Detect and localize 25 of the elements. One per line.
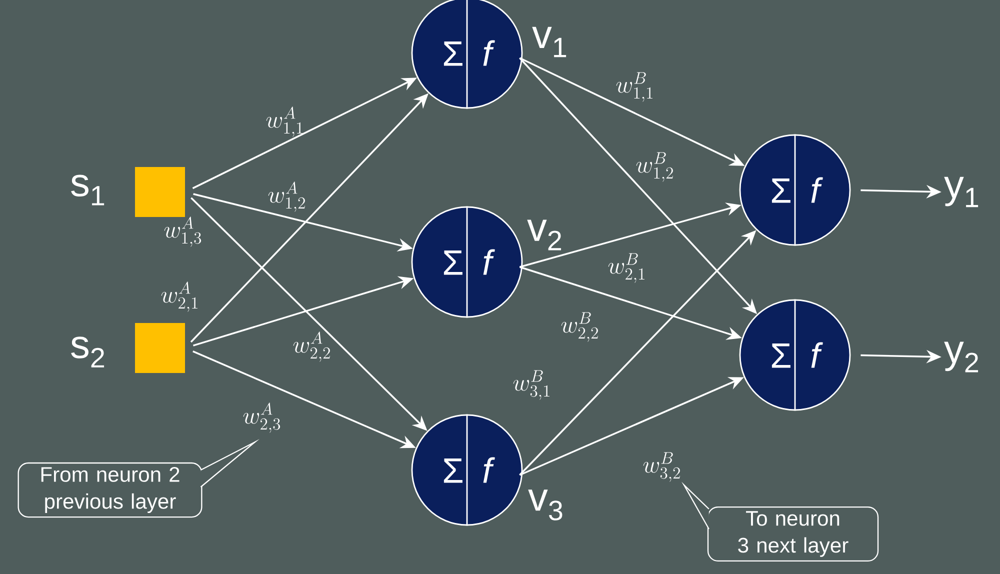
weight-label: $w_{3,2}^{B}$: [643, 452, 680, 482]
leader-line: [682, 482, 710, 530]
output-label: y$_{2}$: [944, 342, 978, 372]
weight-label: $w_{1,3}^{A}$: [164, 216, 202, 247]
weight-label: $w_{1,1}^{B}$: [616, 72, 652, 102]
weight-label: $w_{2,3}^{A}$: [243, 402, 280, 433]
callout-box: To neuron 3 next layer: [707, 506, 879, 562]
neuron-label: v$_{1}$: [532, 26, 566, 58]
weight-label: $w_{1,1}^{A}$: [266, 106, 302, 137]
weight-label: $w_{1,2}^{A}$: [268, 182, 305, 212]
weight-label: $w_{2,2}^{B}$: [561, 312, 598, 342]
weight-label: $w_{3,1}^{B}$: [513, 370, 550, 400]
callout-box: From neuron 2 previous layer: [18, 462, 202, 518]
weight-label: $w_{1,2}^{B}$: [636, 152, 673, 182]
leader-line: [200, 439, 260, 488]
neuron-label: v$_{3}$: [528, 490, 562, 520]
input-square: [135, 323, 185, 373]
output-label: y$_{1}$: [944, 176, 978, 208]
weight-label: $w_{2,1}^{A}$: [161, 282, 198, 312]
weight-label: $w_{2,1}^{B}$: [608, 253, 644, 283]
input-square: [135, 167, 185, 217]
neuron-label: s$_{1}$: [71, 174, 104, 206]
neuron-label: v$_{2}$: [527, 220, 562, 250]
weight-label: $w_{2,2}^{A}$: [293, 332, 330, 362]
neuron-label: s$_{2}$: [71, 336, 104, 368]
